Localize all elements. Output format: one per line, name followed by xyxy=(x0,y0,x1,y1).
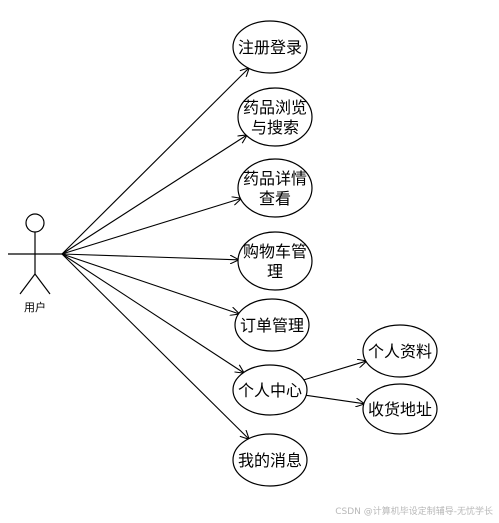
use-case-ellipse xyxy=(232,433,308,487)
use-case-profile: 个人资料 xyxy=(362,324,438,378)
use-case-label: 订单管理 xyxy=(240,316,304,335)
association-actor-cart xyxy=(61,253,238,260)
association-actor-orders xyxy=(61,253,239,314)
actor-left-leg xyxy=(19,273,36,295)
use-case-label: 购物车管 xyxy=(243,242,307,261)
use-case-ellipse xyxy=(362,383,438,435)
association-lines xyxy=(61,68,366,439)
association-center-profile xyxy=(303,361,366,381)
use-case-label: 理 xyxy=(267,262,283,281)
use-case-label: 收货地址 xyxy=(368,400,432,419)
use-case-label: 与搜索 xyxy=(251,118,299,137)
use-case-ellipse xyxy=(237,158,313,218)
use-case-label: 药品详情 xyxy=(243,169,307,188)
use-case-ellipse xyxy=(237,87,313,147)
use-case-label: 注册登录 xyxy=(238,38,302,57)
watermark: CSDN @计算机毕设定制辅导-无忧学长 xyxy=(335,507,493,517)
use-case-ellipse xyxy=(362,324,438,378)
actor-user: 用户 xyxy=(8,213,62,314)
use-case-ellipse xyxy=(237,231,313,291)
use-case-label: 个人中心 xyxy=(238,381,302,400)
association-actor-messages xyxy=(61,253,249,439)
use-case-label: 个人资料 xyxy=(368,342,432,361)
use-case-messages: 我的消息 xyxy=(232,433,308,487)
use-case-register: 注册登录 xyxy=(232,20,308,74)
use-case-ellipse xyxy=(232,364,308,416)
use-case-label: 药品浏览 xyxy=(243,98,307,117)
use-case-label: 我的消息 xyxy=(238,451,302,470)
use-case-label: 查看 xyxy=(259,189,291,208)
actor-head xyxy=(25,213,45,233)
association-actor-center xyxy=(61,253,243,373)
association-actor-register xyxy=(61,68,249,255)
association-actor-browse xyxy=(61,135,246,255)
use-case-center: 个人中心 xyxy=(232,364,308,416)
use-case-address: 收货地址 xyxy=(362,383,438,435)
use-case-ellipse xyxy=(234,298,310,352)
association-center-address xyxy=(306,394,364,403)
use-cases: 注册登录药品浏览与搜索药品详情查看购物车管理订单管理个人中心我的消息个人资料收货… xyxy=(232,20,438,487)
actor-right-leg xyxy=(34,273,51,295)
use-case-orders: 订单管理 xyxy=(234,298,310,352)
use-case-ellipse xyxy=(232,20,308,74)
actor-label: 用户 xyxy=(24,300,46,314)
association-actor-detail xyxy=(61,199,241,255)
